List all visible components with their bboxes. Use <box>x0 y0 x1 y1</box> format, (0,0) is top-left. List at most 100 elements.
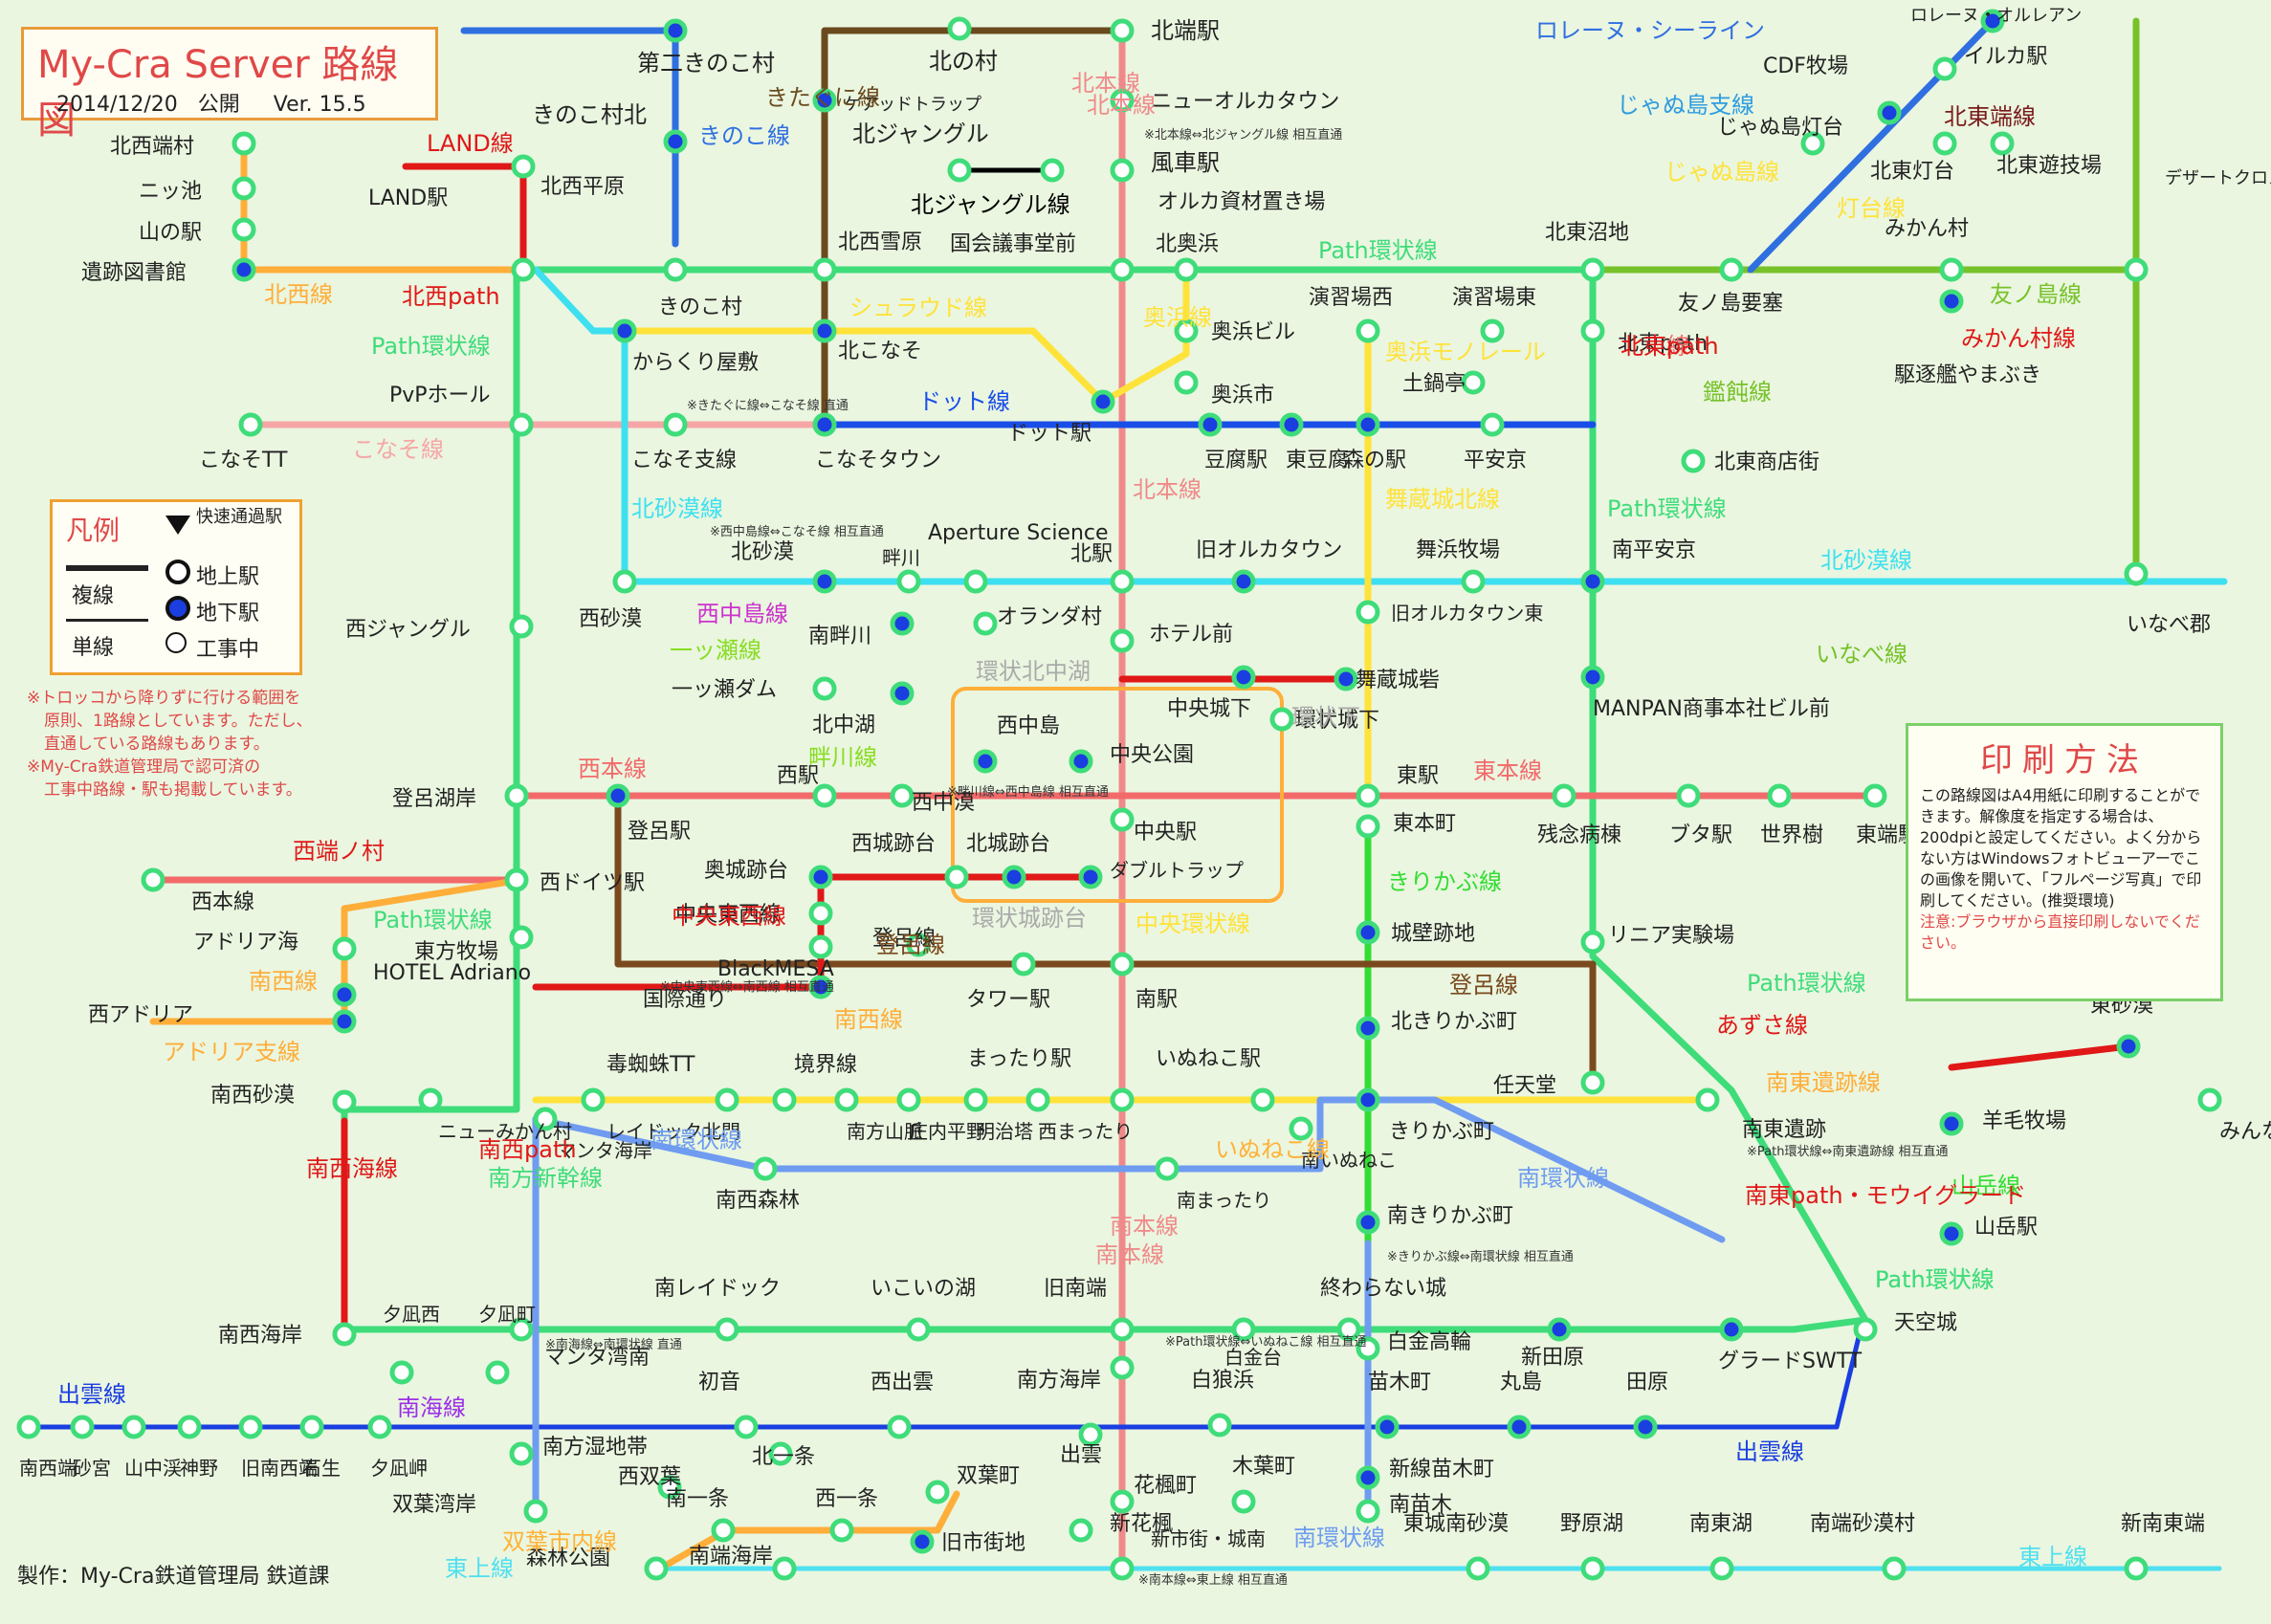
station-marker[interactable] <box>1676 783 1701 808</box>
station-marker[interactable] <box>772 1556 797 1581</box>
station-marker[interactable] <box>1480 412 1505 437</box>
station-marker[interactable] <box>1507 1415 1532 1439</box>
station-marker[interactable] <box>511 154 536 179</box>
station-marker[interactable] <box>509 1317 534 1342</box>
station-marker[interactable] <box>1580 930 1605 955</box>
station-marker[interactable] <box>1040 158 1065 183</box>
station-marker[interactable] <box>1356 600 1380 625</box>
station-marker[interactable] <box>711 1518 736 1543</box>
station-marker[interactable] <box>1110 1489 1135 1514</box>
station-marker[interactable] <box>232 176 256 201</box>
station-marker[interactable] <box>1025 1087 1050 1112</box>
station-marker[interactable] <box>1110 158 1135 183</box>
station-marker[interactable] <box>1155 1156 1180 1181</box>
station-marker[interactable] <box>177 1415 202 1439</box>
station-marker[interactable] <box>808 934 833 959</box>
station-marker[interactable] <box>1110 628 1135 653</box>
station-marker[interactable] <box>504 783 529 808</box>
station-marker[interactable] <box>509 412 534 437</box>
station-marker[interactable] <box>1853 1317 1878 1342</box>
station-marker[interactable] <box>2116 1034 2141 1059</box>
station-marker[interactable] <box>509 1441 534 1466</box>
station-marker[interactable] <box>768 1441 793 1466</box>
station-marker[interactable] <box>1356 1087 1380 1112</box>
station-marker[interactable] <box>896 569 921 594</box>
station-marker[interactable] <box>1580 1070 1605 1095</box>
station-marker[interactable] <box>1279 412 1304 437</box>
station-marker[interactable] <box>1011 952 1036 977</box>
station-marker[interactable] <box>1356 1336 1380 1361</box>
station-marker[interactable] <box>1231 1317 1256 1342</box>
station-marker[interactable] <box>1356 318 1380 343</box>
station-marker[interactable] <box>1681 449 1706 473</box>
station-marker[interactable] <box>644 1556 669 1581</box>
station-marker[interactable] <box>389 1360 414 1385</box>
station-marker[interactable] <box>509 925 534 950</box>
station-marker[interactable] <box>890 611 915 636</box>
station-marker[interactable] <box>808 975 833 999</box>
station-marker[interactable] <box>1174 318 1199 343</box>
station-marker[interactable] <box>1110 1087 1135 1112</box>
station-marker[interactable] <box>812 676 837 701</box>
station-marker[interactable] <box>812 257 837 282</box>
station-marker[interactable] <box>1356 1016 1380 1041</box>
station-marker[interactable] <box>1695 1087 1720 1112</box>
station-marker[interactable] <box>1719 257 1744 282</box>
station-marker[interactable] <box>1198 412 1223 437</box>
station-marker[interactable] <box>890 681 915 706</box>
station-marker[interactable] <box>1110 569 1135 594</box>
station-marker[interactable] <box>910 1529 935 1554</box>
station-marker[interactable] <box>509 614 534 639</box>
station-marker[interactable] <box>734 1415 759 1439</box>
station-marker[interactable] <box>963 1087 988 1112</box>
station-marker[interactable] <box>1709 1556 1734 1581</box>
station-marker[interactable] <box>533 1107 558 1131</box>
station-marker[interactable] <box>1334 667 1358 691</box>
station-marker[interactable] <box>715 1087 739 1112</box>
station-marker[interactable] <box>1110 18 1135 43</box>
station-marker[interactable] <box>1580 257 1605 282</box>
station-marker[interactable] <box>663 129 688 154</box>
station-marker[interactable] <box>1580 1556 1605 1581</box>
station-marker[interactable] <box>2197 1087 2222 1112</box>
station-marker[interactable] <box>944 865 969 889</box>
station-marker[interactable] <box>332 982 357 1007</box>
station-marker[interactable] <box>612 569 637 594</box>
station-marker[interactable] <box>1110 1556 1135 1581</box>
station-marker[interactable] <box>1932 131 1957 156</box>
station-marker[interactable] <box>1069 749 1093 774</box>
station-marker[interactable] <box>1580 569 1605 594</box>
station-marker[interactable] <box>418 1087 443 1112</box>
station-marker[interactable] <box>1110 88 1135 113</box>
station-marker[interactable] <box>332 936 357 961</box>
station-marker[interactable] <box>1250 1087 1275 1112</box>
station-marker[interactable] <box>1547 1317 1572 1342</box>
station-marker[interactable] <box>1980 9 2005 33</box>
station-marker[interactable] <box>1356 412 1380 437</box>
station-marker[interactable] <box>1939 289 1964 314</box>
station-marker[interactable] <box>485 1360 510 1385</box>
station-marker[interactable] <box>1269 707 1294 732</box>
station-marker[interactable] <box>1939 257 1964 282</box>
station-marker[interactable] <box>973 611 998 636</box>
station-marker[interactable] <box>1800 131 1825 156</box>
station-marker[interactable] <box>232 131 256 156</box>
station-marker[interactable] <box>1580 318 1605 343</box>
station-marker[interactable] <box>812 88 837 113</box>
station-marker[interactable] <box>1580 665 1605 690</box>
station-marker[interactable] <box>1767 783 1792 808</box>
station-marker[interactable] <box>1207 1413 1232 1437</box>
station-marker[interactable] <box>1461 569 1486 594</box>
station-marker[interactable] <box>963 569 988 594</box>
station-marker[interactable] <box>808 901 833 926</box>
station-marker[interactable] <box>367 1415 392 1439</box>
station-marker[interactable] <box>1939 1111 1964 1136</box>
station-marker[interactable] <box>1461 370 1486 395</box>
station-marker[interactable] <box>1356 1210 1380 1235</box>
station-marker[interactable] <box>612 318 637 343</box>
station-marker[interactable] <box>581 1087 606 1112</box>
station-marker[interactable] <box>812 569 837 594</box>
station-marker[interactable] <box>511 257 536 282</box>
station-marker[interactable] <box>772 1087 797 1112</box>
station-marker[interactable] <box>1174 370 1199 395</box>
